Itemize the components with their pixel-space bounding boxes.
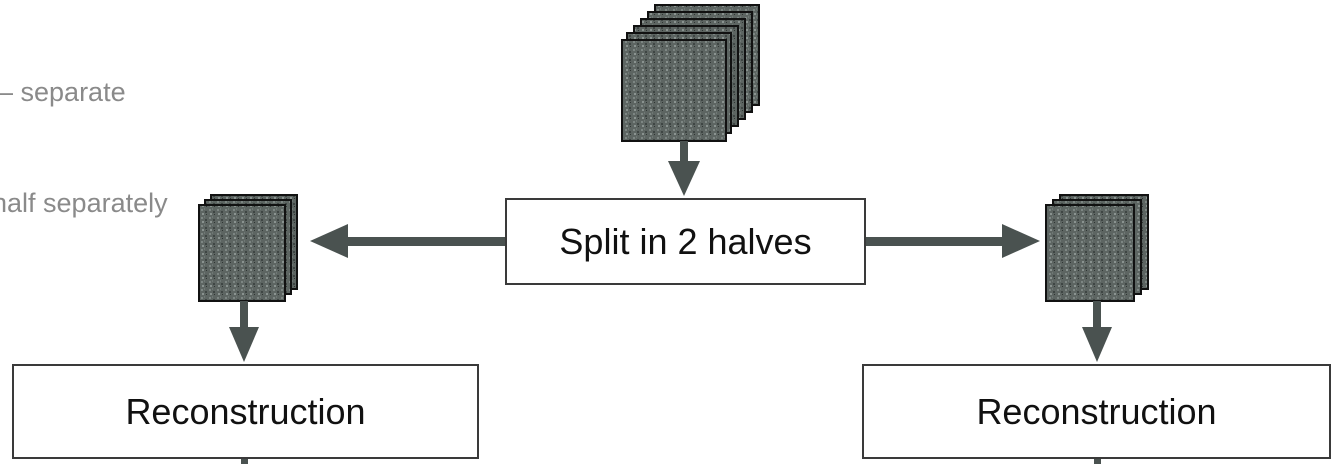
- split-box-label: Split in 2 halves: [559, 220, 812, 262]
- reconstruction-right-label: Reconstruction: [976, 390, 1217, 432]
- caption: – separate half separately: [0, 0, 168, 259]
- reconstruction-box-right: Reconstruction: [862, 364, 1331, 459]
- split-box: Split in 2 halves: [505, 198, 866, 285]
- image-stack-full-icon: [621, 4, 760, 142]
- reconstruction-box-left: Reconstruction: [12, 364, 479, 459]
- arrow-icon: [310, 224, 506, 258]
- arrow-icon: [229, 301, 259, 362]
- arrow-icon: [668, 141, 700, 196]
- arrow-icon: [1082, 301, 1112, 362]
- image-stack-half-icon: [198, 194, 298, 302]
- connector-line-right: [1094, 456, 1101, 464]
- arrow-icon: [866, 224, 1040, 258]
- reconstruction-left-label: Reconstruction: [125, 390, 366, 432]
- caption-line-1: – separate: [0, 77, 126, 107]
- image-stack-half-icon: [1045, 194, 1149, 302]
- connector-line-left: [241, 456, 248, 464]
- caption-line-2: half separately: [0, 188, 168, 218]
